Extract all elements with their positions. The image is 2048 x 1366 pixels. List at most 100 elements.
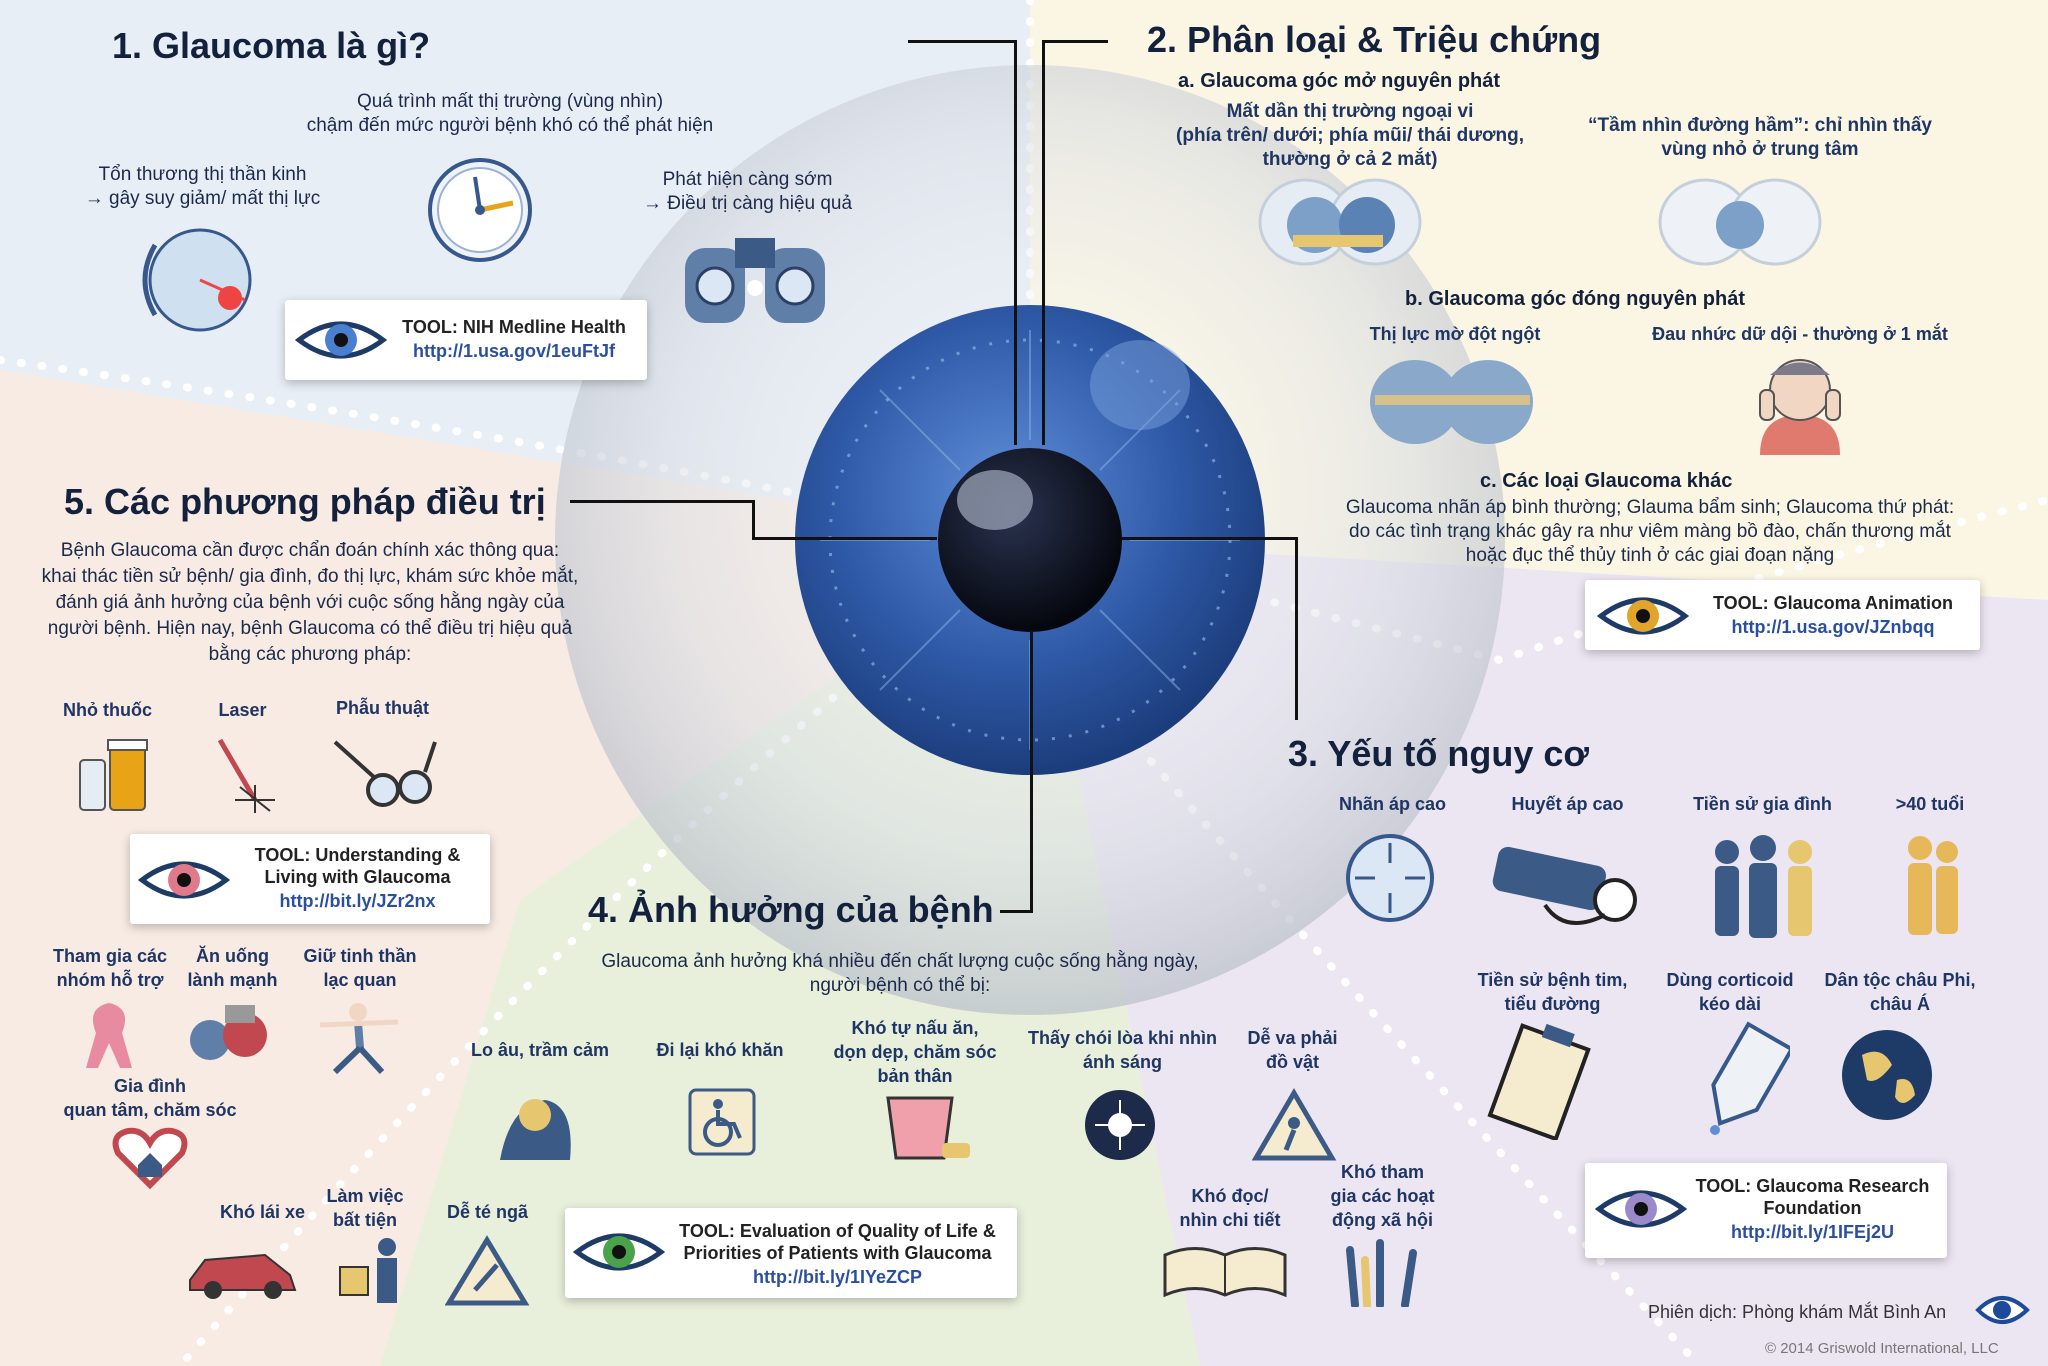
fall-warning-icon (445, 1235, 530, 1306)
s4-desc: Glaucoma ảnh hưởng khá nhiều đến chất lư… (601, 951, 1199, 996)
peripheral-vision-loss-icon (1258, 178, 1422, 266)
tool-title: TOOL: Understanding &Living with Glaucom… (254, 845, 461, 887)
tool-url-link[interactable]: http://1.usa.gov/1euFtJf (412, 341, 616, 361)
eye-pressure-icon (1346, 834, 1434, 922)
tunnel-vision-icon (1658, 178, 1822, 266)
connector-line (1122, 537, 1297, 540)
section-4-title: 4. Ảnh hưởng của bệnh (588, 889, 994, 930)
heart-home-icon (112, 1127, 188, 1190)
s2-c-desc: Glaucoma nhãn áp bình thường; Glauma bẩm… (1345, 497, 1955, 566)
tool-url-link[interactable]: http://bit.ly/1IFEj2U (1730, 1222, 1894, 1242)
tool-url-link[interactable]: http://bit.ly/JZr2nx (279, 891, 436, 911)
s5-method-surgery: Phẫu thuật (336, 698, 429, 718)
connector-line (1030, 630, 1033, 912)
s1-desc-1: Quá trình mất thị trường (vùng nhìn)chậm… (306, 91, 714, 136)
tool-title: TOOL: Glaucoma Animation (1712, 593, 1954, 613)
s4-item-reading: Khó đọc/nhìn chi tiết (1179, 1186, 1281, 1230)
bucket-icon (886, 1096, 970, 1160)
yoga-icon (319, 1003, 399, 1075)
medicine-bottles-icon (79, 739, 148, 811)
eye-icon (1595, 1190, 1687, 1228)
ribbon-icon (86, 1003, 132, 1068)
section-2-title: 2. Phân loại & Triệu chứng (1147, 19, 1602, 60)
connector-line (1042, 40, 1045, 445)
connector-line (570, 500, 753, 503)
depressed-person-icon (500, 1099, 571, 1160)
eye-icon (573, 1233, 665, 1271)
s4-item-mobility: Đi lại khó khăn (656, 1040, 784, 1060)
s1-tool-card[interactable]: TOOL: NIH Medline Health http://1.usa.go… (285, 300, 647, 380)
s4-item-driving: Khó lái xe (219, 1202, 306, 1222)
globe-icon (1842, 1030, 1932, 1120)
eye-icon (295, 321, 387, 359)
s3-item-heart-diabetes: Tiền sử bệnh tim,tiểu đường (1477, 970, 1628, 1014)
connector-line (1000, 910, 1033, 913)
family-icon (1715, 835, 1812, 938)
s2-b-desc-1: Thị lực mờ đột ngột (1369, 324, 1541, 344)
s2-a-title: a. Glaucoma góc mở nguyên phát (1178, 70, 1501, 92)
elderly-icon (1908, 836, 1958, 935)
s1-desc-3: Phát hiện càng sớm→ Điều trị càng hiệu q… (642, 169, 853, 214)
s4-tool-card[interactable]: TOOL: Evaluation of Quality of Life &Pri… (565, 1208, 1017, 1298)
s3-item-family: Tiền sử gia đình (1693, 794, 1832, 814)
connector-line (752, 537, 937, 540)
s2-b-desc-2: Đau nhức dữ dội - thường ở 1 mắt (1652, 324, 1948, 344)
tool-title: TOOL: Evaluation of Quality of Life &Pri… (679, 1221, 996, 1263)
s3-item-hypertension: Huyết áp cao (1511, 794, 1624, 814)
section-5-title: 5. Các phương pháp điều trị (64, 481, 546, 522)
s3-item-ethnicity: Dân tộc châu Phi,châu Á (1824, 970, 1976, 1014)
s5-method-drops: Nhỏ thuốc (63, 700, 152, 720)
eye-icon (1597, 597, 1689, 635)
eye-anatomy-icon (142, 228, 252, 332)
clinic-logo-icon (1975, 1296, 2030, 1324)
section-1-title: 1. Glaucoma là gì? (112, 25, 431, 66)
eye-drops-icon (1710, 1021, 1790, 1135)
glare-icon (1085, 1090, 1155, 1160)
translation-credit: Phiên dịch: Phòng khám Mắt Bình An (1648, 1302, 1947, 1322)
surgical-loupes-icon (333, 740, 437, 807)
connector-line (1042, 40, 1108, 43)
healthy-food-icon (190, 1005, 267, 1060)
laser-icon (217, 738, 275, 813)
headache-icon (1759, 359, 1841, 455)
tool-url-link[interactable]: http://1.usa.gov/JZnbqq (1731, 617, 1935, 637)
clock-icon (428, 158, 532, 262)
s5-tool-card[interactable]: TOOL: Understanding &Living with Glaucom… (130, 834, 490, 924)
tool-url-link[interactable]: http://bit.ly/1IYeZCP (752, 1267, 922, 1287)
s1-desc-2: Tổn thương thị thần kinh→ gây suy giảm/ … (84, 164, 321, 209)
worker-boxes-icon (339, 1238, 397, 1303)
s2-c-title: c. Các loại Glaucoma khác (1480, 470, 1733, 492)
open-book-icon (1163, 1247, 1287, 1298)
connector-line (1295, 537, 1298, 720)
copyright: © 2014 Griswold International, LLC (1765, 1340, 1999, 1357)
blood-pressure-icon (1492, 846, 1637, 925)
tool-title: TOOL: NIH Medline Health (402, 317, 626, 337)
phoropter-icon (685, 238, 825, 323)
connector-line (1014, 40, 1017, 445)
s4-item-falls: Dễ té ngã (446, 1202, 529, 1222)
s2-b-title: b. Glaucoma góc đóng nguyên phát (1405, 288, 1746, 310)
s3-item-age: >40 tuổi (1895, 794, 1965, 814)
s2-tool-card[interactable]: TOOL: Glaucoma Animation http://1.usa.go… (1585, 580, 1980, 650)
connector-line (908, 40, 1016, 43)
blurred-vision-icon (1370, 360, 1533, 444)
s3-item-iop: Nhãn áp cao (1338, 794, 1447, 814)
s4-item-anxiety: Lo âu, trầm cảm (470, 1040, 610, 1060)
clipboard-icon (1487, 1023, 1591, 1140)
s5-method-laser: Laser (218, 700, 267, 720)
eye-icon (138, 861, 230, 899)
s5-desc: Bệnh Glaucoma cần được chẩn đoán chính x… (41, 540, 579, 665)
